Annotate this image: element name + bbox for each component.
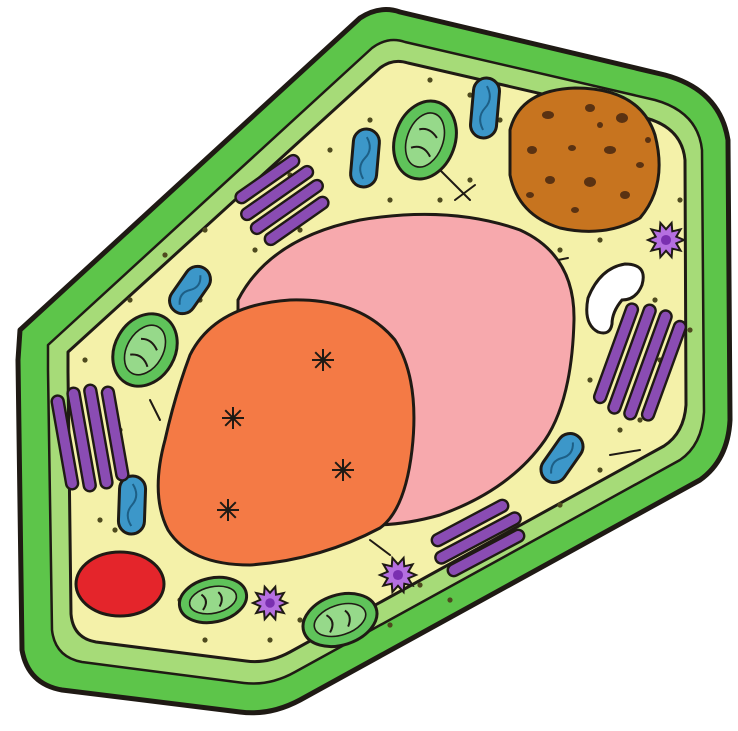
cytoplasm-granule xyxy=(677,197,682,202)
cytoplasm-granule xyxy=(417,582,422,587)
nucleus-granule xyxy=(585,104,595,112)
nucleus-granule xyxy=(526,192,534,198)
cytoplasm-granule xyxy=(112,527,117,532)
nucleus-granule xyxy=(571,207,579,213)
cytoplasm-granule xyxy=(687,327,692,332)
cytoplasm-granule xyxy=(327,147,332,152)
nucleus-granule xyxy=(604,146,616,154)
cytoplasm-granule xyxy=(427,77,432,82)
cytoplasm-granule xyxy=(387,622,392,627)
cytoplasm-granule xyxy=(162,252,167,257)
cytoplasm-granule xyxy=(467,177,472,182)
nucleus-icon xyxy=(510,88,659,231)
mitochondrion-icon xyxy=(350,128,381,188)
cytoplasm-granule xyxy=(82,357,87,362)
cytoplasm-granule xyxy=(202,227,207,232)
nucleus-granule xyxy=(616,113,628,123)
nucleus-granule xyxy=(597,122,603,128)
cytoplasm-granule xyxy=(637,417,642,422)
nucleus-granule xyxy=(568,145,576,151)
nucleus-granule xyxy=(584,177,596,187)
cytoplasm-granule xyxy=(127,297,132,302)
cytoplasm-granule xyxy=(252,247,257,252)
cytoplasm-granule xyxy=(97,517,102,522)
cytoplasm-granule xyxy=(587,377,592,382)
cytoplasm-granule xyxy=(297,617,302,622)
mitochondrion-icon xyxy=(118,476,146,535)
cytoplasm-granule xyxy=(447,597,452,602)
cytoplasm-granule xyxy=(387,197,392,202)
nucleus-granule xyxy=(645,137,651,143)
cytoplasm-granule xyxy=(597,237,602,242)
cytoplasm-granule xyxy=(557,502,562,507)
nucleus-granule xyxy=(545,176,555,184)
nucleus-granule xyxy=(542,111,554,119)
red-organelle-icon xyxy=(76,552,164,616)
nucleus-granule xyxy=(620,191,630,199)
cytoplasm-granule xyxy=(652,297,657,302)
nucleus-granule xyxy=(527,146,537,154)
mitochondrion-icon xyxy=(469,77,500,139)
cytoplasm-granule xyxy=(367,117,372,122)
cytoplasm-granule xyxy=(202,637,207,642)
cytoplasm-granule xyxy=(267,637,272,642)
cytoplasm-granule xyxy=(597,467,602,472)
nucleus-granule xyxy=(636,162,644,168)
cytoplasm-granule xyxy=(437,197,442,202)
cytoplasm-granule xyxy=(557,247,562,252)
cytoplasm-granule xyxy=(617,427,622,432)
